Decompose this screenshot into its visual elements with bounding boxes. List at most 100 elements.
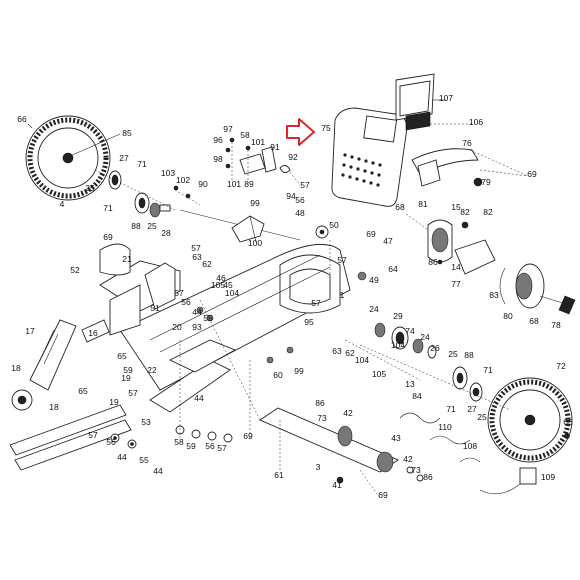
part-label: 25	[477, 412, 487, 422]
part-label: 79	[481, 177, 491, 187]
cables	[399, 412, 537, 495]
part-label: 95	[304, 317, 314, 327]
part-label: 59	[123, 365, 133, 375]
part-label: 57	[311, 298, 321, 308]
part-label: 69	[378, 490, 388, 500]
part-label: 74	[405, 326, 415, 336]
part-label: 107	[439, 93, 453, 103]
part-label: 78	[551, 320, 561, 330]
part-label: 69	[243, 431, 253, 441]
part-label: 64	[388, 264, 398, 274]
part-label: 43	[391, 433, 401, 443]
part-label: 20	[172, 322, 182, 332]
part-label: 99	[294, 366, 304, 376]
part-label: 57	[217, 443, 227, 453]
part-label: 103	[161, 168, 175, 178]
part-label: 91	[270, 142, 280, 152]
part-label: 73	[411, 465, 421, 475]
part-label: 58	[174, 437, 184, 447]
left-hub-assembly	[94, 169, 176, 218]
arrow-right-icon	[286, 118, 315, 146]
part-label: 55	[139, 455, 149, 465]
part-label: 57	[88, 430, 98, 440]
part-label: 44	[153, 466, 163, 476]
part-label: 65	[78, 386, 88, 396]
part-label: 110	[438, 422, 452, 432]
part-label: 16	[88, 328, 98, 338]
part-label: 104	[391, 340, 405, 350]
part-label: 71	[137, 159, 147, 169]
flywheel-right	[487, 377, 573, 463]
part-label: 63	[192, 252, 202, 262]
part-label: 85	[122, 128, 132, 138]
part-label: 63	[332, 346, 342, 356]
part-label: 19	[109, 397, 119, 407]
part-label: 88	[131, 221, 141, 231]
console-display	[331, 107, 408, 207]
part-label: 56	[181, 297, 191, 307]
part-label: 13	[405, 379, 415, 389]
part-label: 61	[274, 470, 284, 480]
part-label: 53	[141, 417, 151, 427]
part-label: 19	[121, 373, 131, 383]
part-label: 57	[174, 288, 184, 298]
part-label: 58	[240, 130, 250, 140]
part-label: 57	[337, 255, 347, 265]
rear-stabilizer	[29, 319, 237, 413]
part-label: 44	[117, 452, 127, 462]
part-label: 25	[147, 221, 157, 231]
front-post	[99, 243, 181, 336]
part-label: 44	[194, 393, 204, 403]
part-label: 98	[213, 154, 223, 164]
part-label: 51	[150, 303, 160, 313]
part-label: 96	[213, 135, 223, 145]
part-label: 47	[383, 236, 393, 246]
part-label: 73	[317, 413, 327, 423]
part-label: 72	[556, 361, 566, 371]
part-label: 94	[286, 191, 296, 201]
part-label: 84	[412, 391, 422, 401]
handlebar	[411, 148, 529, 187]
flywheel-left	[25, 115, 121, 201]
part-label: 60	[273, 370, 283, 380]
part-label: 92	[288, 152, 298, 162]
right-bearing	[499, 263, 576, 315]
center-axle-parts	[344, 322, 437, 381]
part-label: 28	[161, 228, 171, 238]
part-label: 56	[295, 195, 305, 205]
part-label: 93	[192, 322, 202, 332]
part-label: 83	[489, 290, 499, 300]
part-label: 42	[343, 408, 353, 418]
part-label: 99	[250, 198, 260, 208]
part-label: 109	[541, 472, 555, 482]
part-label: 57	[128, 388, 138, 398]
part-label: 25	[448, 349, 458, 359]
part-label: 52	[70, 265, 80, 275]
part-label: 29	[393, 311, 403, 321]
part-label: 97	[223, 124, 233, 134]
part-label: 65	[117, 351, 127, 361]
part-label: 71	[446, 404, 456, 414]
part-label: 57	[300, 180, 310, 190]
part-label: 75	[321, 123, 331, 133]
part-label: 101	[227, 179, 241, 189]
part-label: 18	[11, 363, 21, 373]
part-label: 82	[483, 207, 493, 217]
part-label: 86	[423, 472, 433, 482]
part-label: 27	[467, 404, 477, 414]
part-label: 24	[369, 304, 379, 314]
part-label: 41	[332, 480, 342, 490]
part-label: 108	[463, 441, 477, 451]
part-label: 89	[244, 179, 254, 189]
part-label: 100	[248, 238, 262, 248]
part-label: 44	[192, 307, 202, 317]
assembly-guide-lines	[179, 240, 381, 499]
part-label: 22	[147, 365, 157, 375]
seat-bracket-parts	[225, 137, 301, 186]
part-label: 104	[225, 288, 239, 298]
part-label: 102	[176, 175, 190, 185]
part-label: 69	[103, 232, 113, 242]
